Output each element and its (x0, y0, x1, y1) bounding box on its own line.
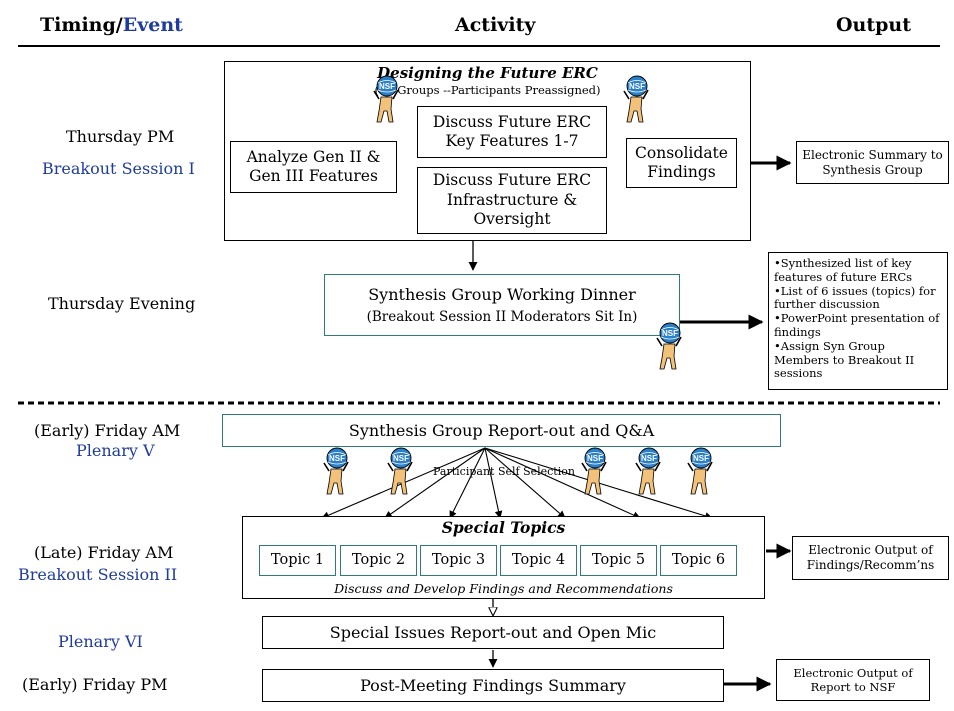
output-report-box: Electronic Output of Report to NSF (776, 659, 930, 701)
svg-text:NSF: NSF (693, 454, 709, 463)
header-event: Event (122, 14, 183, 36)
label-early-friday-pm: (Early) Friday PM (22, 675, 168, 694)
topic-3-box: Topic 3 (420, 545, 497, 576)
svg-text:NSF: NSF (641, 454, 657, 463)
label-thursday-pm: Thursday PM (66, 127, 175, 146)
output-summary-box: Electronic Summary to Synthesis Group (796, 141, 949, 184)
synthesis-output-notes: •Synthesized list of key features of fut… (768, 252, 948, 390)
svg-text:NSF: NSF (329, 454, 345, 463)
nsf-person-icon: NSF (320, 447, 354, 497)
synthesis-output-item-4: •Assign Syn Group Members to Breakout II… (774, 338, 915, 381)
nsf-person-icon: NSF (370, 75, 404, 125)
header-activity: Activity (455, 14, 536, 36)
header-timing-event: Timing/Event (40, 14, 183, 36)
svg-text:NSF: NSF (629, 82, 645, 91)
label-plenary-vi: Plenary VI (58, 632, 143, 651)
special-topics-footer: Discuss and Develop Findings and Recomme… (334, 581, 673, 596)
key-features-line-1: Discuss Future ERC (432, 112, 592, 131)
key-features-line-2: Key Features 1-7 (445, 132, 579, 150)
consolidate-line-1: Consolidate (635, 143, 728, 162)
synthesis-output-item-2: •List of 6 issues (topics) for further d… (774, 283, 936, 312)
report-out-box: Synthesis Group Report-out and Q&A (222, 414, 781, 447)
output-findings-line-1: Electronic Output of (808, 543, 933, 557)
output-summary-line-2: Synthesis Group (822, 162, 923, 177)
nsf-person-icon: NSF (653, 322, 687, 372)
self-selection-label: Participant Self Selection (433, 465, 575, 478)
erc-design-title: Designing the Future ERC (377, 64, 598, 82)
svg-text:NSF: NSF (379, 82, 395, 91)
consolidate-line-2: Findings (647, 163, 716, 181)
output-findings-line-2: Findings/Recomm’ns (806, 558, 935, 572)
synthesis-output-item-3: •PowerPoint presentation of findings (774, 311, 940, 339)
header-output: Output (836, 14, 912, 36)
synthesis-dinner-title: Synthesis Group Working Dinner (368, 284, 636, 304)
consolidate-box: Consolidate Findings (626, 138, 737, 188)
infrastructure-line-1: Discuss Future ERC (432, 171, 592, 190)
arrow-selection-2 (384, 447, 486, 519)
nsf-person-icon: NSF (384, 447, 418, 497)
topic-2-box: Topic 2 (340, 545, 417, 576)
output-report-line-2: Report to NSF (810, 680, 896, 694)
synthesis-dinner-box: Synthesis Group Working Dinner (Breakout… (324, 274, 680, 336)
arrow-selection-4 (484, 447, 503, 519)
erc-design-subtitle: (12 Groups --Participants Preassigned) (374, 82, 601, 97)
label-thursday-evening: Thursday Evening (48, 294, 196, 313)
nsf-person-icon: NSF (578, 447, 612, 497)
header-timing: Timing/ (40, 14, 123, 36)
svg-text:NSF: NSF (662, 329, 678, 338)
output-summary-line-1: Electronic Summary to (802, 147, 943, 162)
synthesis-dinner-subtitle: (Breakout Session II Moderators Sit In) (366, 308, 638, 325)
label-breakout-session-2: Breakout Session II (18, 565, 178, 584)
infrastructure-line-2: Infrastructure & (446, 190, 578, 209)
label-late-friday-am: (Late) Friday AM (34, 543, 174, 562)
nsf-person-icon: NSF (632, 447, 666, 497)
post-meeting-box: Post-Meeting Findings Summary (262, 669, 724, 702)
nsf-person-icon: NSF (620, 75, 654, 125)
analyze-gen-box: Analyze Gen II & Gen III Features (230, 141, 397, 193)
output-findings-box: Electronic Output of Findings/Recomm’ns (792, 536, 949, 580)
topic-4-box: Topic 4 (500, 545, 577, 576)
label-breakout-session-1: Breakout Session I (42, 159, 195, 178)
synthesis-output-item-1: •Synthesized list of key features of fut… (774, 256, 913, 284)
svg-text:NSF: NSF (393, 454, 409, 463)
infrastructure-line-3: Oversight (473, 210, 551, 229)
analyze-line-2: Gen III Features (249, 167, 378, 185)
nsf-person-icon: NSF (684, 447, 718, 497)
analyze-line-1: Analyze Gen II & (246, 147, 381, 166)
topic-6-box: Topic 6 (660, 545, 737, 576)
special-topics-title: Special Topics (441, 518, 566, 537)
arrow-selection-5 (484, 447, 566, 519)
svg-text:NSF: NSF (587, 454, 603, 463)
output-report-line-1: Electronic Output of (793, 665, 913, 680)
topic-5-box: Topic 5 (580, 545, 657, 576)
special-issues-box: Special Issues Report-out and Open Mic (262, 616, 724, 649)
key-features-box: Discuss Future ERC Key Features 1-7 (417, 106, 607, 158)
label-early-friday-am: (Early) Friday AM (34, 421, 181, 440)
infrastructure-box: Discuss Future ERC Infrastructure & Over… (417, 167, 607, 234)
arrow-selection-6 (484, 447, 641, 519)
label-plenary-v: Plenary V (76, 441, 155, 460)
arrow-selection-3 (449, 447, 486, 519)
topic-1-box: Topic 1 (259, 545, 336, 576)
